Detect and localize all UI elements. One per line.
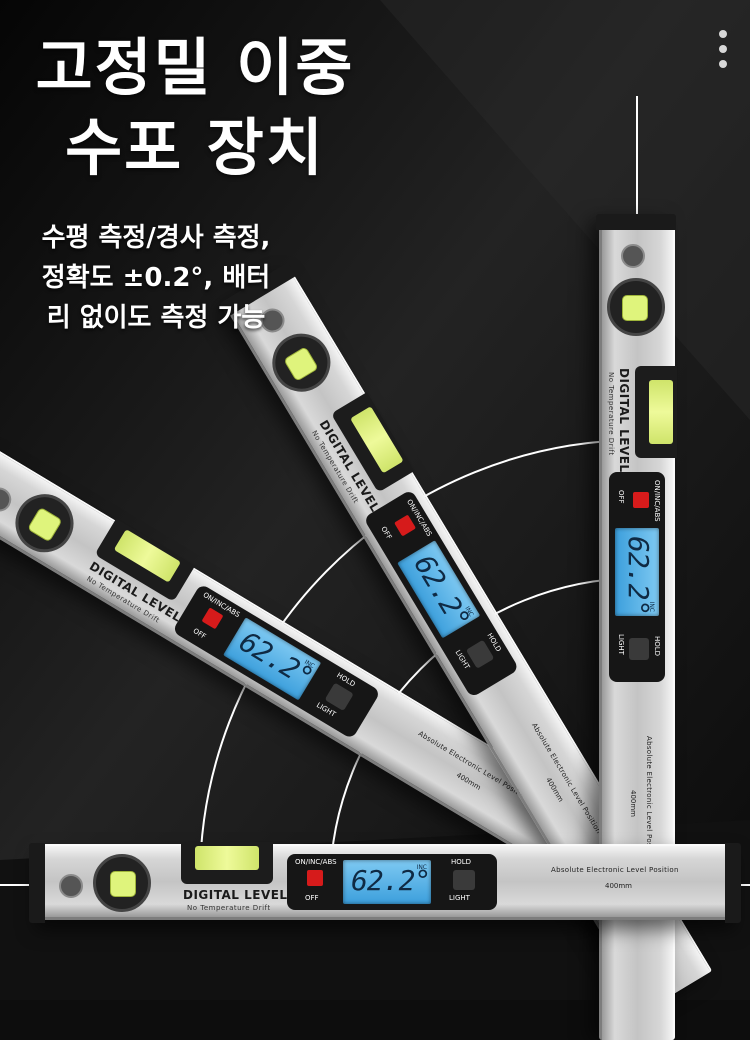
description-label: Absolute Electronic Level Position — [551, 866, 679, 874]
round-bubble-vial — [607, 278, 665, 336]
digital-level-horizontal: DIGITAL LEVEL No Temperature Drift ON/IN… — [29, 842, 741, 923]
lcd-display: 62.2° INC — [343, 860, 431, 904]
off-label: OFF — [617, 490, 625, 504]
power-button — [394, 514, 417, 537]
size-label: 400mm — [629, 790, 637, 817]
hold-button — [453, 870, 475, 890]
off-label: OFF — [379, 525, 394, 541]
control-panel: ON/INC/ABS OFF 62.2° INC HOLD LIGHT — [287, 854, 497, 910]
angle-reading: 62.2° — [351, 864, 431, 897]
headline-line-2: 수포 장치 — [65, 111, 325, 184]
top-bubble-vial — [181, 842, 273, 884]
power-label: ON/INC/ABS — [295, 858, 337, 866]
subline-line-2: 정확도 ±0.2°, 배터 — [41, 263, 271, 293]
power-label: ON/INC/ABS — [653, 480, 661, 522]
brand-label: DIGITAL LEVEL — [183, 888, 288, 902]
light-label: LIGHT — [449, 894, 470, 902]
headline: 고정밀 이중 수포 장치 — [0, 28, 390, 188]
hold-label: HOLD — [653, 636, 661, 657]
headline-line-1: 고정밀 이중 — [35, 31, 355, 104]
tagline-label: No Temperature Drift — [187, 904, 271, 912]
hold-button — [629, 638, 649, 660]
size-label: 400mm — [544, 776, 565, 804]
light-label: LIGHT — [617, 634, 625, 655]
angle-reading: 62.2° — [407, 549, 477, 635]
more-vertical-icon[interactable] — [718, 30, 728, 68]
round-bubble-vial — [93, 854, 151, 912]
size-label: 400mm — [454, 771, 483, 792]
unit-label: INC — [416, 864, 427, 871]
control-panel: ON/INC/ABS OFF 62.2° INC HOLD LIGHT — [609, 472, 665, 682]
lcd-display: 62.2° INC — [615, 528, 659, 616]
end-cap — [29, 843, 45, 923]
end-cap — [725, 843, 741, 923]
hanging-hole — [59, 874, 83, 898]
brand-label: DIGITAL LEVEL — [617, 368, 631, 473]
hanging-hole — [621, 244, 645, 268]
subline-line-1: 수평 측정/경사 측정, — [41, 223, 271, 253]
end-cap — [596, 214, 676, 230]
off-label: OFF — [191, 626, 208, 641]
power-button — [307, 870, 323, 886]
top-bubble-vial — [635, 366, 677, 458]
hold-label: HOLD — [451, 858, 472, 866]
power-button — [633, 492, 649, 508]
size-label: 400mm — [605, 882, 632, 890]
power-button — [201, 607, 224, 630]
off-label: OFF — [305, 894, 319, 902]
subline-line-3: 리 없이도 측정 가능 — [46, 303, 266, 333]
tagline-label: No Temperature Drift — [607, 372, 615, 456]
unit-label: INC — [648, 601, 655, 612]
feature-description: 수평 측정/경사 측정, 정확도 ±0.2°, 배터 리 없이도 측정 가능 — [6, 218, 306, 338]
hanging-hole — [0, 483, 16, 517]
